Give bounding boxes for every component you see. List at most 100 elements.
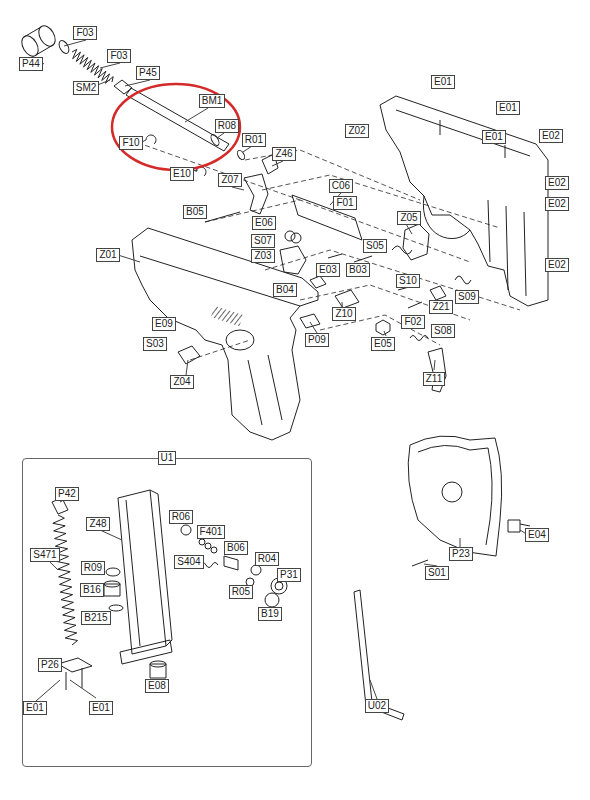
callout-box: F10 bbox=[119, 136, 142, 150]
callout-number: Z07 bbox=[221, 174, 238, 185]
callout-number: U1 bbox=[158, 451, 177, 465]
callout-box: Z01 bbox=[96, 248, 119, 262]
front-cap bbox=[18, 23, 58, 59]
callout-box: C06 bbox=[329, 179, 353, 193]
callout-number: S01 bbox=[428, 567, 446, 578]
left-frame bbox=[132, 228, 318, 440]
small-parts bbox=[244, 174, 268, 214]
callout-number: F10 bbox=[122, 137, 139, 148]
magazine bbox=[211, 547, 217, 553]
callout-box: P42 bbox=[55, 487, 79, 501]
small-parts bbox=[292, 195, 362, 240]
front-cap bbox=[24, 27, 53, 55]
hex-key bbox=[354, 590, 404, 720]
callout-box: E02 bbox=[539, 129, 563, 143]
barrel bbox=[146, 135, 156, 144]
callout-number: E06 bbox=[255, 217, 273, 228]
small-parts bbox=[408, 302, 422, 308]
leader-line bbox=[32, 40, 528, 701]
magazine bbox=[109, 605, 123, 611]
callout-number: C06 bbox=[332, 180, 350, 191]
grip-panel bbox=[442, 482, 462, 502]
callout-number: P23 bbox=[452, 548, 470, 559]
left-frame bbox=[132, 228, 318, 440]
callout-box: R04 bbox=[255, 552, 279, 566]
callout-box: E02 bbox=[545, 258, 569, 272]
callout-box: Z46 bbox=[272, 147, 295, 161]
callout-box: E03 bbox=[316, 263, 340, 277]
callout-box: E01 bbox=[89, 701, 113, 715]
callout-box: B04 bbox=[273, 283, 297, 297]
magazine bbox=[120, 640, 172, 664]
callout-number: B04 bbox=[276, 284, 294, 295]
sleeve bbox=[114, 80, 132, 94]
callout-box: F01 bbox=[333, 196, 356, 210]
small-parts bbox=[328, 254, 372, 262]
callout-number: SM2 bbox=[76, 82, 97, 93]
callout-box: S471 bbox=[30, 548, 59, 562]
magazine bbox=[205, 543, 211, 549]
small-parts bbox=[410, 336, 428, 341]
small-parts bbox=[178, 346, 200, 364]
callout-number: E03 bbox=[319, 264, 337, 275]
callout-box: R05 bbox=[229, 585, 253, 599]
rear-frame bbox=[440, 120, 505, 158]
callout-box: Z02 bbox=[345, 124, 368, 138]
callout-box: B06 bbox=[224, 541, 248, 555]
group-frame: U1P42R06Z48F401B06S471S404R04R09P31B16R0… bbox=[22, 458, 312, 767]
small-parts bbox=[455, 276, 471, 284]
callout-box: S09 bbox=[455, 290, 479, 304]
callout-box: S03 bbox=[143, 337, 167, 351]
callout-number: E02 bbox=[548, 177, 566, 188]
callout-number: U02 bbox=[368, 700, 386, 711]
small-parts bbox=[392, 246, 412, 254]
callout-box: P26 bbox=[38, 658, 62, 672]
callout-number: P42 bbox=[58, 488, 76, 499]
callout-box: Z05 bbox=[397, 211, 420, 225]
callout-number: B19 bbox=[261, 608, 279, 619]
barrel bbox=[209, 133, 220, 146]
small-parts bbox=[160, 154, 471, 392]
sleeve bbox=[114, 80, 132, 94]
magazine bbox=[199, 539, 205, 545]
callout-box: B16 bbox=[80, 583, 104, 597]
grip-panel bbox=[408, 436, 530, 566]
callout-box: P23 bbox=[449, 547, 473, 561]
small-parts bbox=[310, 276, 326, 288]
callout-number: S09 bbox=[458, 291, 476, 302]
callout-number: R08 bbox=[218, 120, 236, 131]
callout-number: E01 bbox=[434, 76, 452, 87]
left-frame bbox=[211, 306, 243, 327]
rear-frame bbox=[380, 96, 548, 306]
callout-box: B05 bbox=[183, 205, 207, 219]
callout-number: Z21 bbox=[432, 301, 449, 312]
callout-number: P09 bbox=[308, 334, 326, 345]
small-parts bbox=[291, 233, 301, 243]
callout-box: Z10 bbox=[332, 307, 355, 321]
callout-box: F02 bbox=[401, 315, 424, 329]
washer bbox=[57, 39, 71, 55]
callout-box: F401 bbox=[197, 525, 226, 539]
callout-box: P09 bbox=[305, 333, 329, 347]
magazine bbox=[58, 658, 92, 690]
callout-number: P31 bbox=[280, 569, 298, 580]
assembly-line bbox=[262, 175, 500, 228]
callout-box: Z07 bbox=[218, 173, 241, 187]
callout-box: F03 bbox=[107, 49, 130, 63]
magazine-spring bbox=[53, 515, 78, 645]
grip-panel bbox=[408, 436, 501, 556]
callout-number: R06 bbox=[172, 511, 190, 522]
small-parts bbox=[335, 290, 359, 308]
small-parts bbox=[280, 246, 306, 274]
callout-box: R01 bbox=[242, 133, 266, 147]
callout-box: Z04 bbox=[170, 375, 193, 389]
magazine bbox=[118, 490, 166, 654]
callout-number: B05 bbox=[186, 206, 204, 217]
callout-number: R09 bbox=[84, 562, 102, 573]
callout-number: E05 bbox=[374, 338, 392, 349]
washer bbox=[57, 39, 71, 55]
callout-number: S03 bbox=[146, 338, 164, 349]
pistol-illustration bbox=[18, 23, 548, 720]
small-parts bbox=[403, 224, 429, 260]
